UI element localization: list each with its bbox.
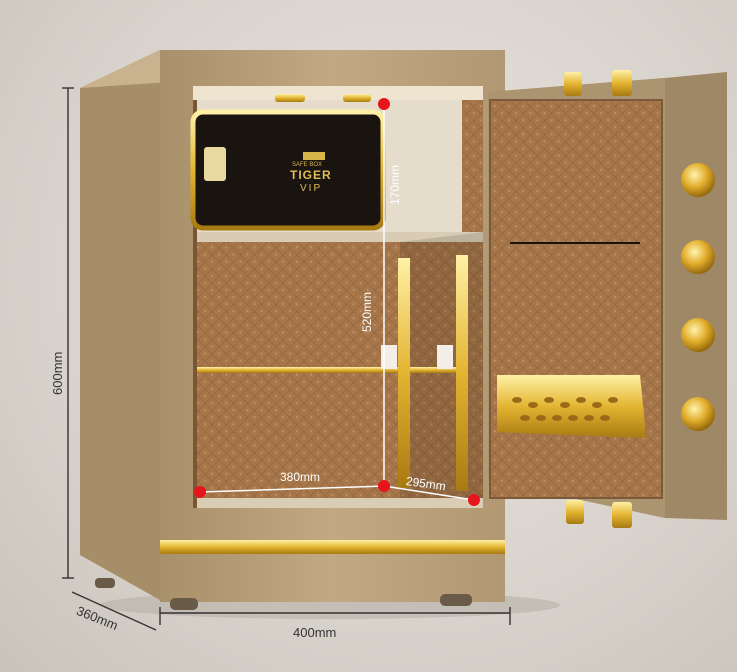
marker-dot-left: [194, 486, 206, 498]
interior-floor: [197, 498, 483, 508]
gold-rail-left: [398, 258, 410, 488]
gold-trim-strip: [160, 540, 505, 554]
inner-width-label: 380mm: [280, 470, 321, 484]
control-panel: [190, 109, 386, 231]
gold-rail-right: [456, 255, 468, 491]
interior-ceiling: [193, 86, 483, 100]
door-hinge-bottom-right: [612, 502, 632, 528]
safe-side-panel: [80, 50, 160, 600]
top-compartment-label: 170mm: [388, 164, 402, 205]
top-shelf: [197, 232, 483, 242]
shelf-clip-left: [381, 345, 397, 369]
marker-dot-center: [378, 480, 390, 492]
gold-shelf-rail: [197, 367, 467, 373]
marker-dot-top: [378, 98, 390, 110]
locking-bolt-2: [681, 240, 715, 274]
door-hinge-top-right: [612, 70, 632, 96]
tiger-logo-icon: [303, 152, 325, 160]
safe-foot-back: [95, 578, 115, 588]
panel-brand: TIGER: [290, 168, 332, 182]
middle-compartment-label: 520mm: [360, 291, 374, 332]
locking-bolt-3: [681, 318, 715, 352]
safe-foot-right: [440, 594, 472, 606]
width-label: 400mm: [293, 625, 337, 640]
locking-bolt-1: [681, 163, 715, 197]
shelf-clip-right: [437, 345, 453, 369]
door-pocket: [497, 375, 645, 438]
inner-dimension-lines: [199, 104, 475, 501]
panel-tier: VIP: [300, 183, 323, 194]
top-hinge-left: [275, 94, 305, 102]
safe-foot-left: [170, 598, 198, 610]
top-hinge-right: [343, 94, 371, 102]
door-quilted-panel: [489, 99, 663, 499]
door-hinge-top-left: [564, 72, 582, 96]
middle-compartment-wall: [197, 242, 483, 506]
dimension-lines: [62, 87, 511, 631]
marker-dot-right: [468, 494, 480, 506]
panel-brand-small: SAFE BOX: [292, 162, 323, 168]
door-hinge-bottom-left: [566, 500, 584, 524]
top-compartment-wall: [462, 100, 483, 240]
height-label: 600mm: [50, 351, 65, 395]
locking-bolt-4: [681, 397, 715, 431]
door-pocket-holes: [512, 397, 618, 421]
fingerprint-reader-icon: [204, 147, 226, 181]
